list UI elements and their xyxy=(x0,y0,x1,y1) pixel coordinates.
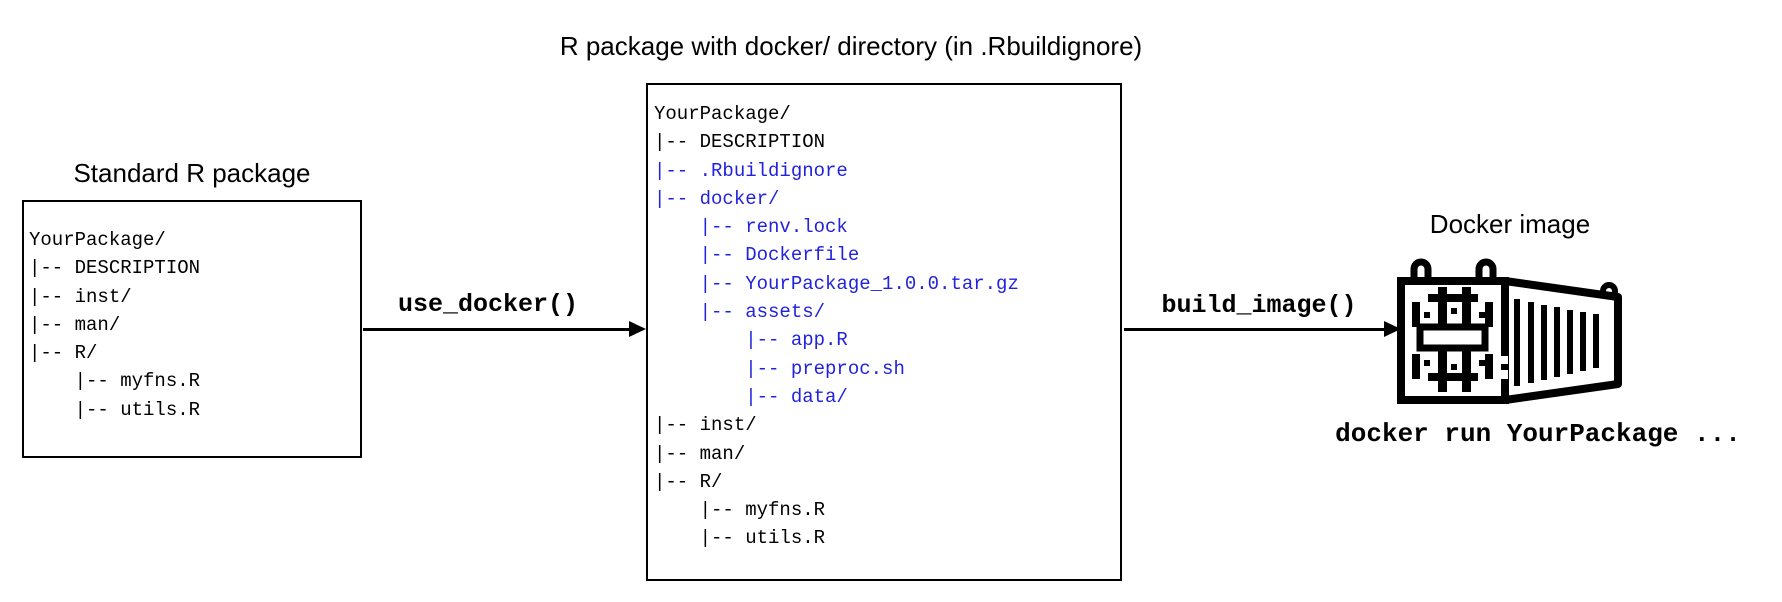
file-tree-line: |-- inst/ xyxy=(654,414,757,437)
file-tree-line: YourPackage/ xyxy=(29,229,166,251)
docker-run-command: docker run YourPackage ... xyxy=(1335,419,1741,449)
file-tree-line: |-- DESCRIPTION xyxy=(654,131,826,154)
file-tree-line: |-- .Rbuildignore xyxy=(654,159,848,182)
build-image-label: build_image() xyxy=(1161,291,1357,320)
use-docker-label: use_docker() xyxy=(397,290,579,319)
file-tree-line: |-- R/ xyxy=(654,470,723,493)
build-image-arrowhead-icon xyxy=(1384,321,1401,337)
file-tree-line: |-- data/ xyxy=(654,385,848,408)
file-tree-line: |-- R/ xyxy=(29,342,98,365)
file-tree-line: |-- YourPackage_1.0.0.tar.gz xyxy=(654,272,1019,295)
file-tree-line: |-- utils.R xyxy=(654,527,826,550)
file-tree-line: |-- renv.lock xyxy=(654,216,848,239)
file-tree-line: |-- man/ xyxy=(654,442,746,465)
file-tree-line: YourPackage/ xyxy=(654,103,791,125)
standard-package-file-tree: YourPackage/ |-- DESCRIPTION |-- inst/ |-- … xyxy=(24,202,360,424)
file-tree-line: |-- myfns.R xyxy=(654,499,826,522)
standard-package-box: YourPackage/ |-- DESCRIPTION |-- inst/ |-- … xyxy=(22,200,362,458)
use-docker-arrow-line xyxy=(363,328,630,331)
file-tree-line: |-- assets/ xyxy=(654,301,826,324)
file-tree-line: |-- app.R xyxy=(654,329,848,352)
use-docker-arrowhead-icon xyxy=(629,321,646,337)
file-tree-line: |-- DESCRIPTION xyxy=(29,257,201,280)
left-panel-title: Standard R package xyxy=(73,158,311,188)
build-image-arrow-line xyxy=(1124,328,1385,331)
file-tree-line: |-- Dockerfile xyxy=(654,244,860,267)
file-tree-line: |-- myfns.R xyxy=(29,370,201,393)
docker-image-title: Docker image xyxy=(1429,209,1591,239)
docker-package-box: YourPackage/ |-- DESCRIPTION |-- .Rbuildig… xyxy=(646,83,1122,581)
file-tree-line: |-- utils.R xyxy=(29,398,201,421)
docker-container-icon xyxy=(1395,250,1630,415)
docker-package-file-tree: YourPackage/ |-- DESCRIPTION |-- .Rbuildig… xyxy=(648,85,1120,553)
file-tree-line: |-- man/ xyxy=(29,313,121,336)
file-tree-line: |-- preproc.sh xyxy=(654,357,905,380)
file-tree-line: |-- docker/ xyxy=(654,187,780,210)
middle-panel-title: R package with docker/ directory (in .Rb… xyxy=(559,31,1143,61)
file-tree-line: |-- inst/ xyxy=(29,285,132,308)
